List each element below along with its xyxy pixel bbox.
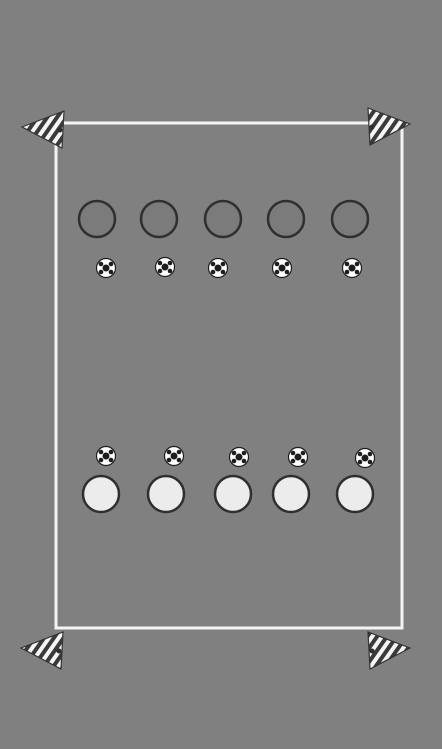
soccer-ball-icon bbox=[165, 447, 184, 466]
soccer-ball-icon bbox=[209, 259, 228, 278]
bottom-team-player-circle bbox=[148, 476, 184, 512]
bottom-team-player-circle bbox=[337, 476, 373, 512]
soccer-ball-icon bbox=[97, 447, 116, 466]
top-team-player-circle bbox=[79, 201, 115, 237]
soccer-ball-icon bbox=[97, 259, 116, 278]
soccer-ball-icon bbox=[343, 259, 362, 278]
soccer-ball-icon bbox=[156, 258, 175, 277]
soccer-ball-icon bbox=[356, 449, 375, 468]
bottom-team-player-circle bbox=[83, 476, 119, 512]
bottom-team-player-circle bbox=[215, 476, 251, 512]
top-team-player-circle bbox=[332, 201, 368, 237]
soccer-ball-icon bbox=[273, 259, 292, 278]
top-team-player-circle bbox=[205, 201, 241, 237]
soccer-ball-icon bbox=[230, 448, 249, 467]
soccer-ball-icon bbox=[289, 448, 308, 467]
top-team-player-circle bbox=[141, 201, 177, 237]
top-team-player-circle bbox=[268, 201, 304, 237]
bottom-team-player-circle bbox=[273, 476, 309, 512]
